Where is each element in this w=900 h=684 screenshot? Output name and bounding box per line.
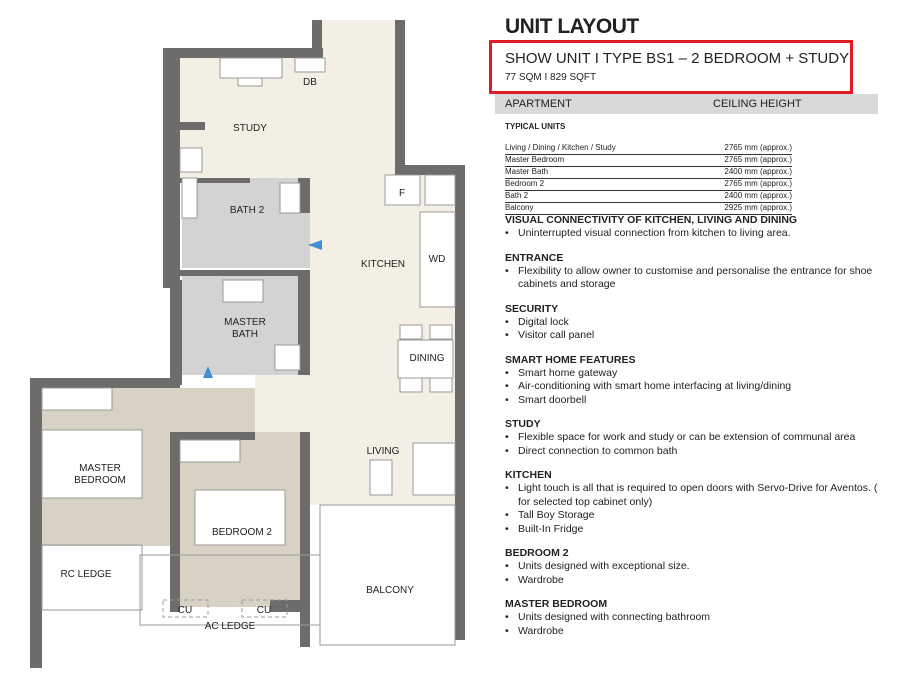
ceiling-table: Living / Dining / Kitchen / Study 2765 mm… [505,143,792,215]
feature-title: VISUAL CONNECTIVITY OF KITCHEN, LIVING A… [505,214,798,226]
feature-section: BEDROOM 2Units designed with exceptional… [505,547,885,587]
label-bedroom2: BEDROOM 2 [212,527,272,538]
label-rc-ledge: RC LEDGE [60,569,111,580]
ceiling-value: 2765 mm (approx.) [724,179,792,188]
ceiling-value: 2925 mm (approx.) [724,203,792,212]
corridor-floor [255,375,315,435]
feature-section: KITCHENLight touch is all that is requir… [505,469,885,536]
feature-item: Wardrobe [505,574,885,588]
room-name: Master Bedroom [505,155,565,164]
feature-item: Visitor call panel [505,329,885,343]
feature-item: Light touch is all that is required to o… [505,482,885,509]
label-master-bedroom: BEDROOM [74,475,126,486]
feature-title: SMART HOME FEATURES [505,353,636,366]
feature-title: STUDY [505,418,541,430]
label-balcony: BALCONY [366,585,414,596]
unit-name: SHOW UNIT I TYPE BS1 – 2 BEDROOM + STUDY [505,50,850,67]
group-label: TYPICAL UNITS [505,122,566,131]
fixtures [41,57,456,646]
feature-title: BEDROOM 2 [505,547,569,559]
col-ceiling-height: CEILING HEIGHT [713,98,802,110]
table-header: APARTMENT CEILING HEIGHT [495,94,878,114]
feature-item: Uninterrupted visual connection from kit… [505,227,885,241]
label-dining: DINING [410,353,445,364]
room-name: Living / Dining / Kitchen / Study [505,143,616,152]
feature-item: Tall Boy Storage [505,509,885,523]
label-db: DB [303,77,317,88]
table-row: Master Bath 2400 mm (approx.) [505,167,792,179]
feature-item: Air-conditioning with smart home interfa… [505,380,885,394]
table-row: Master Bedroom 2765 mm (approx.) [505,155,792,167]
feature-section: STUDYFlexible space for work and study o… [505,418,885,458]
ceiling-value: 2765 mm (approx.) [724,143,792,152]
floor-plan: STUDY DB BATH 2 F KITCHEN WD MASTER BATH… [30,20,465,668]
feature-list: VISUAL CONNECTIVITY OF KITCHEN, LIVING A… [505,214,885,649]
room-name: Bath 2 [505,191,529,200]
label-fridge: F [399,188,405,199]
ceiling-value: 2400 mm (approx.) [724,191,792,200]
page-title: UNIT LAYOUT [505,15,639,38]
feature-title: SECURITY [505,302,559,315]
feature-item: Smart home gateway [505,367,885,381]
study-floor [180,58,395,178]
feature-item: Units designed with connecting bathroom [505,611,885,625]
feature-section: MASTER BEDROOMUnits designed with connec… [505,598,885,638]
label-study: STUDY [233,123,267,134]
feature-item: Flexible space for work and study or can… [505,431,885,445]
label-cu: CU [178,605,192,616]
feature-item: Units designed with exceptional size. [505,560,885,574]
feature-section: VISUAL CONNECTIVITY OF KITCHEN, LIVING A… [505,214,885,241]
label-cu: CU [257,605,271,616]
label-master-bath: BATH [232,329,258,340]
feature-section: SECURITYDigital lockVisitor call panel [505,303,885,343]
ceiling-value: 2400 mm (approx.) [724,167,792,176]
unit-size: 77 SQM I 829 SQFT [505,72,597,83]
feature-title: ENTRANCE [505,251,564,264]
door-arrow-icon [308,240,322,250]
label-kitchen: KITCHEN [361,259,405,270]
feature-item: Wardrobe [505,625,885,639]
room-name: Bedroom 2 [505,179,545,188]
label-ac-ledge: AC LEDGE [205,621,256,632]
feature-item: Built-In Fridge [505,523,885,537]
table-row: Living / Dining / Kitchen / Study 2765 mm… [505,143,792,155]
entry-floor [322,20,395,60]
label-bath2: BATH 2 [230,205,265,216]
feature-section: SMART HOME FEATURESSmart home gatewayAir… [505,354,885,408]
col-apartment: APARTMENT [505,98,572,110]
feature-title: KITCHEN [505,469,552,481]
table-row: Balcony 2925 mm (approx.) [505,203,792,215]
label-master-bath: MASTER [224,317,266,328]
table-row: Bedroom 2 2765 mm (approx.) [505,179,792,191]
walls [30,20,465,668]
label-wd: WD [429,254,446,265]
feature-item: Smart doorbell [505,394,885,408]
label-master-bedroom: MASTER [79,463,121,474]
ceiling-value: 2765 mm (approx.) [724,155,792,164]
room-name: Master Bath [505,167,549,176]
label-living: LIVING [367,446,400,457]
highlight-box [489,40,853,94]
feature-item: Digital lock [505,316,885,330]
feature-item: Flexibility to allow owner to customise … [505,265,885,292]
cu-units [162,599,288,618]
info-panel: UNIT LAYOUT SHOW UNIT I TYPE BS1 – 2 BED… [489,14,885,638]
feature-title: MASTER BEDROOM [505,598,608,610]
room-name: Balcony [505,203,534,212]
feature-item: Direct connection to common bath [505,445,885,459]
feature-section: ENTRANCEFlexibility to allow owner to cu… [505,252,885,292]
door-arrow-icon [203,366,213,378]
table-row: Bath 2 2400 mm (approx.) [505,191,792,203]
